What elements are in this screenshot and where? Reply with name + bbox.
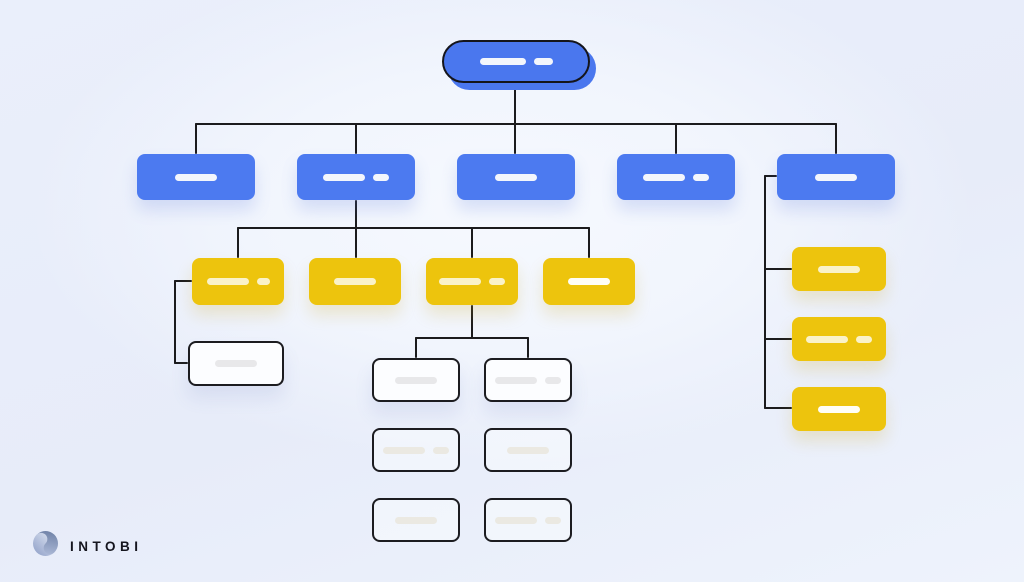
- placeholder-text-bar: [545, 516, 561, 524]
- connector-line: [764, 268, 792, 270]
- placeholder-text-bar: [815, 173, 857, 181]
- placeholder-text-bar: [818, 405, 860, 413]
- node-yellow-3: [426, 258, 518, 305]
- placeholder-text-bar: [206, 278, 249, 285]
- connector-line: [764, 175, 777, 177]
- placeholder-text-bar: [489, 278, 505, 285]
- connector-line: [764, 175, 766, 409]
- connector-line: [514, 83, 516, 154]
- connector-line: [174, 280, 176, 364]
- node-blue-3: [457, 154, 575, 200]
- node-white-5: [372, 498, 460, 542]
- placeholder-text-bar: [818, 265, 860, 273]
- node-yellow-4: [543, 258, 635, 305]
- brand-name: INTOBI: [70, 538, 143, 554]
- node-blue-1: [137, 154, 255, 200]
- connector-line: [355, 123, 357, 154]
- placeholder-text-bar: [256, 278, 270, 285]
- connector-line: [415, 337, 417, 358]
- node-white-4: [484, 428, 572, 472]
- node-root: [442, 40, 590, 83]
- placeholder-text-bar: [806, 335, 848, 343]
- placeholder-text-bar: [495, 376, 537, 384]
- connector-line: [527, 337, 529, 358]
- brand-logo: INTOBI: [33, 531, 143, 561]
- placeholder-text-bar: [433, 446, 449, 454]
- placeholder-text-bar: [533, 58, 553, 65]
- node-yellow-right-3: [792, 387, 886, 431]
- placeholder-text-bar: [323, 173, 365, 181]
- node-white-6: [484, 498, 572, 542]
- placeholder-text-bar: [643, 173, 685, 181]
- connector-line: [675, 123, 677, 154]
- placeholder-text-bar: [215, 360, 257, 367]
- node-blue-2: [297, 154, 415, 200]
- placeholder-text-bar: [568, 278, 610, 285]
- placeholder-text-bar: [334, 278, 376, 285]
- node-yellow-right-2: [792, 317, 886, 361]
- node-white-1: [372, 358, 460, 402]
- placeholder-text-bar: [373, 173, 389, 181]
- node-yellow-right-1: [792, 247, 886, 291]
- connector-line: [174, 280, 192, 282]
- node-white-3: [372, 428, 460, 472]
- placeholder-text-bar: [479, 58, 526, 65]
- placeholder-text-bar: [175, 173, 217, 181]
- node-yellow-1: [192, 258, 284, 305]
- connector-line: [174, 362, 188, 364]
- connector-line: [237, 227, 239, 258]
- node-blue-4: [617, 154, 735, 200]
- connector-line: [471, 305, 473, 338]
- placeholder-text-bar: [545, 376, 561, 384]
- connector-line: [588, 227, 590, 258]
- placeholder-text-bar: [383, 446, 425, 454]
- placeholder-text-bar: [856, 335, 872, 343]
- placeholder-text-bar: [495, 516, 537, 524]
- connector-line: [764, 338, 792, 340]
- connector-line: [764, 407, 792, 409]
- node-white-2: [484, 358, 572, 402]
- connector-line: [237, 227, 590, 229]
- placeholder-text-bar: [495, 173, 537, 181]
- connector-line: [415, 337, 529, 339]
- node-yellow-2: [309, 258, 401, 305]
- connector-line: [355, 200, 357, 258]
- placeholder-text-bar: [439, 278, 481, 285]
- connector-line: [195, 123, 837, 125]
- placeholder-text-bar: [395, 516, 437, 524]
- placeholder-text-bar: [395, 376, 437, 384]
- placeholder-text-bar: [693, 173, 709, 181]
- intobi-swirl-logo-icon: [33, 531, 58, 561]
- node-blue-5: [777, 154, 895, 200]
- connector-line: [835, 123, 837, 154]
- connector-line: [195, 123, 197, 154]
- placeholder-text-bar: [507, 446, 549, 454]
- connector-line: [471, 227, 473, 258]
- node-white-a: [188, 341, 284, 386]
